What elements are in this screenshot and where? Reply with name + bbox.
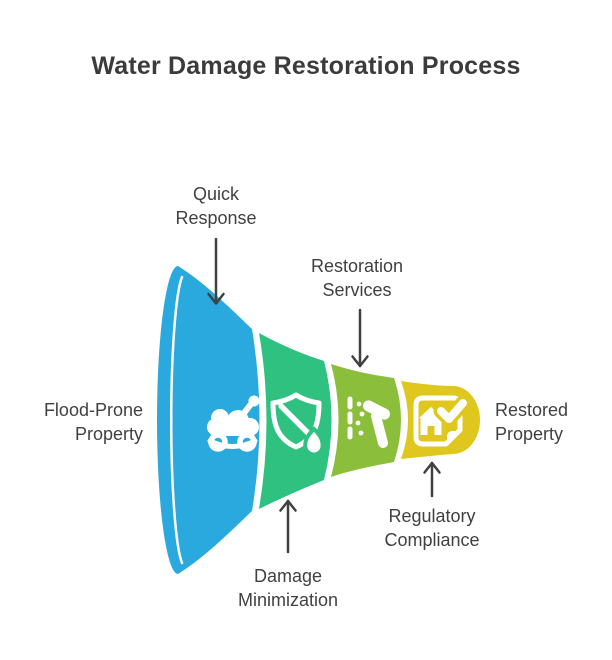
funnel-input-label: Flood-Prone Property [43,400,143,444]
funnel-bell-rim-highlight [170,275,184,565]
stage-label-damage-minimization: Damage Minimization [237,566,339,610]
damage-minimization-arrow-up [279,499,297,554]
stage-label-restoration-services: Restoration Services [310,256,404,300]
water-extraction-machine-icon [207,395,260,452]
water-drop-glyph [303,426,325,457]
regulatory-compliance-arrow-up [423,461,441,498]
stage-label-regulatory-compliance: Regulatory Compliance [384,506,480,550]
funnel-stage-quick-response [157,266,260,574]
funnel-output-label: Restored Property [495,400,569,444]
funnel-stage-restoration-services [331,364,401,477]
stage-label-quick-response: Quick Response [175,184,257,228]
page-title: Water Damage Restoration Process [91,52,521,80]
restoration-services-arrow-down [351,308,369,368]
repair-spray-hammer-icon [347,396,391,448]
shield-no-water-icon [270,392,325,457]
quick-response-arrow-down [207,237,225,305]
house-door [427,426,435,435]
check-glyph [437,399,467,423]
certificate-house-check-icon [413,395,471,447]
